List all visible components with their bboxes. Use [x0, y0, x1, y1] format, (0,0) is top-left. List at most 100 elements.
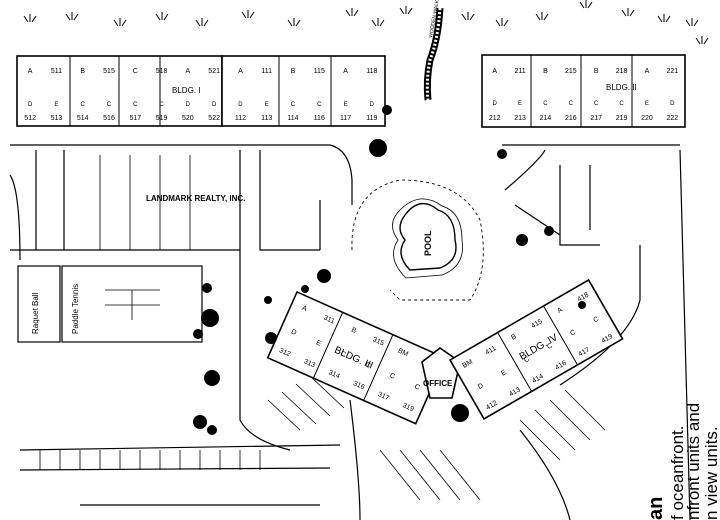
- unit-label: 118: [366, 68, 377, 75]
- unit-label: C: [594, 101, 599, 107]
- unit-label: 114: [287, 115, 298, 122]
- unit-label: 518: [156, 68, 168, 75]
- unit-label: 514: [77, 115, 89, 122]
- unit-label: 316: [352, 380, 366, 391]
- paddle-label: Paddle Tennis: [71, 284, 80, 334]
- unit-label: D: [290, 328, 297, 336]
- unit-label: A: [238, 68, 243, 75]
- unit-label: 112: [235, 115, 246, 122]
- unit-label: D: [212, 102, 217, 108]
- unit-label: 416: [554, 360, 568, 372]
- unit-label: 314: [327, 369, 341, 380]
- unit-label: 116: [314, 115, 325, 122]
- unit-label: BM: [397, 348, 410, 359]
- unit-label: C: [569, 101, 574, 107]
- unit-label: E: [645, 101, 649, 107]
- unit-label: C: [364, 361, 371, 369]
- unit-label: C: [159, 102, 164, 108]
- unit-label: 217: [590, 115, 602, 122]
- unit-label: 315: [371, 336, 385, 347]
- building-4: BLDG. IV BM411B415A418DECCCC412413414416…: [448, 278, 624, 420]
- unit-label: 212: [489, 115, 501, 122]
- unit-label: D: [493, 101, 498, 107]
- unit-label: 317: [377, 391, 391, 402]
- unit-label: C: [133, 102, 138, 108]
- unit-label: 519: [156, 115, 168, 122]
- unit-label: 113: [261, 115, 272, 122]
- office-label: OFFICE: [423, 379, 453, 388]
- unit-label: C: [107, 102, 112, 108]
- unit-label: 211: [514, 68, 525, 75]
- unit-label: A: [492, 68, 497, 75]
- unit-label: E: [500, 369, 508, 378]
- building-2-name: BLDG. II: [606, 83, 637, 92]
- unit-label: C: [413, 383, 420, 391]
- unit-label: 214: [540, 115, 552, 122]
- unit-label: C: [339, 350, 346, 358]
- unit-label: 517: [129, 115, 141, 122]
- unit-label: 117: [340, 115, 351, 122]
- unit-label: 418: [576, 291, 590, 303]
- unit-label: B: [350, 327, 357, 335]
- unit-label: C: [569, 329, 577, 338]
- unit-label: 411: [484, 345, 497, 357]
- unit-label: 119: [366, 115, 377, 122]
- unit-label: E: [265, 102, 269, 108]
- unit-label: 115: [314, 68, 325, 75]
- unit-label: A: [343, 68, 348, 75]
- courts: Raquet Ball Paddle Tennis: [17, 265, 203, 343]
- unit-label: 516: [103, 115, 115, 122]
- unit-label: 520: [182, 115, 194, 122]
- unit-label: 219: [616, 115, 628, 122]
- unit-label: 213: [514, 115, 526, 122]
- pool-area: POOL: [351, 179, 484, 301]
- unit-label: C: [592, 316, 600, 325]
- unit-label: A: [556, 306, 564, 315]
- unit-label: C: [133, 68, 138, 75]
- unit-label: 515: [103, 68, 115, 75]
- unit-label: 521: [208, 68, 220, 75]
- unit-label: C: [291, 102, 296, 108]
- unit-label: B: [594, 68, 599, 75]
- unit-label: 216: [565, 115, 577, 122]
- unit-label: C: [543, 101, 548, 107]
- side-line-1: f oceanfront.: [668, 425, 687, 520]
- building-3-unit-labels: A311B315BM318DECCCC312313314316317319: [278, 305, 434, 414]
- unit-label: C: [619, 101, 624, 107]
- unit-label: 218: [616, 68, 628, 75]
- unit-label: D: [370, 102, 375, 108]
- unit-label: A: [186, 68, 191, 75]
- unit-label: 312: [278, 347, 292, 358]
- unit-label: B: [543, 68, 548, 75]
- unit-label: 313: [303, 358, 317, 369]
- side-line-3: n view units.: [702, 426, 720, 520]
- unit-label: B: [510, 333, 518, 342]
- unit-label: C: [546, 342, 554, 351]
- unit-label: 512: [24, 115, 36, 122]
- unit-label: 215: [565, 68, 577, 75]
- trees: [193, 105, 586, 435]
- unit-label: 222: [666, 115, 678, 122]
- side-title: an: [645, 497, 667, 520]
- unit-label: 513: [51, 115, 63, 122]
- unit-label: C: [389, 372, 396, 380]
- unit-label: BM: [462, 358, 475, 369]
- unit-label: 311: [322, 314, 335, 325]
- unit-label: 412: [485, 400, 499, 412]
- unit-label: A: [301, 305, 308, 313]
- unit-label: E: [344, 102, 348, 108]
- unit-label: 413: [508, 386, 522, 398]
- unit-label: B: [80, 68, 85, 75]
- unit-label: 111: [261, 68, 272, 75]
- unit-label: 511: [51, 68, 62, 75]
- unit-label: 522: [208, 115, 220, 122]
- unit-label: A: [28, 68, 33, 75]
- realty-label: LANDMARK REALTY, INC.: [146, 194, 245, 203]
- building-1-name: BLDG. I: [172, 86, 200, 95]
- unit-label: 221: [666, 68, 678, 75]
